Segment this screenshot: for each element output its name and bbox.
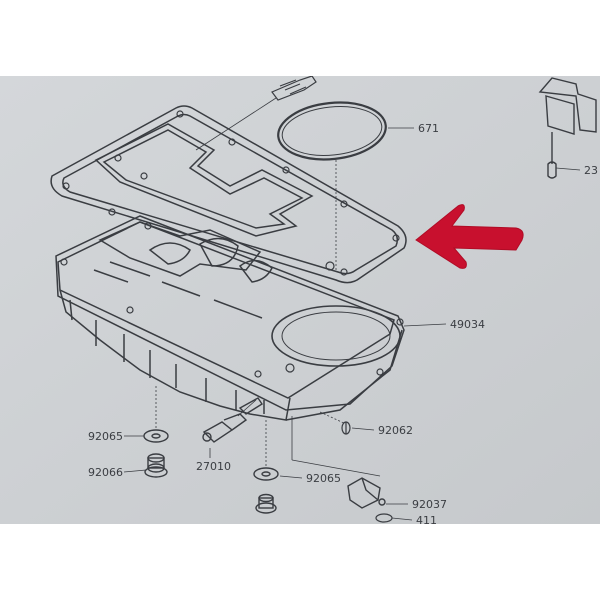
- sensor-part: [271, 76, 317, 101]
- callout-27010: 27010: [196, 460, 231, 473]
- callout-leaders: [123, 127, 581, 521]
- exploded-parts-diagram: 671 49034 92065 92066 27010 92065 92062 …: [0, 76, 600, 524]
- cap-guide: [319, 411, 347, 425]
- callout-92065-right: 92065: [306, 472, 341, 485]
- switch-leader: [237, 399, 257, 417]
- red-arrow-annotation: [415, 204, 524, 269]
- callout-92037: 92037: [412, 498, 447, 511]
- callout-23x: 23: [584, 164, 598, 177]
- oil-pan-round-cover: [271, 305, 401, 367]
- leader-line: [195, 97, 277, 151]
- pan-outlet-fitting: [238, 397, 263, 415]
- bracket-part-23x: [538, 77, 597, 179]
- callout-92062: 92062: [378, 424, 413, 437]
- drain-plug-92066: [144, 453, 168, 478]
- parts-diagram-photo: 671 49034 92065 92066 27010 92065 92062 …: [0, 76, 600, 524]
- oil-pressure-switch-27010: [202, 413, 248, 443]
- gasket-bolt-holes: [62, 110, 400, 276]
- oil-pan-bolt-holes: [60, 222, 404, 378]
- paper-background: [0, 76, 600, 524]
- o-ring-671: [277, 101, 387, 161]
- drain-plug-lower: [255, 493, 277, 514]
- callout-411: 411: [416, 514, 437, 524]
- callout-671: 671: [418, 122, 439, 135]
- callout-49034: 49034: [450, 318, 485, 331]
- o-ring-671-inner: [281, 106, 383, 156]
- clamp-92037: [347, 477, 386, 509]
- washer-92065-right: [253, 467, 279, 481]
- callout-92065-left: 92065: [88, 430, 123, 443]
- clamp-guide-2: [291, 459, 381, 477]
- callout-92066: 92066: [88, 466, 123, 479]
- oil-pan-round-cover-inner: [281, 311, 391, 361]
